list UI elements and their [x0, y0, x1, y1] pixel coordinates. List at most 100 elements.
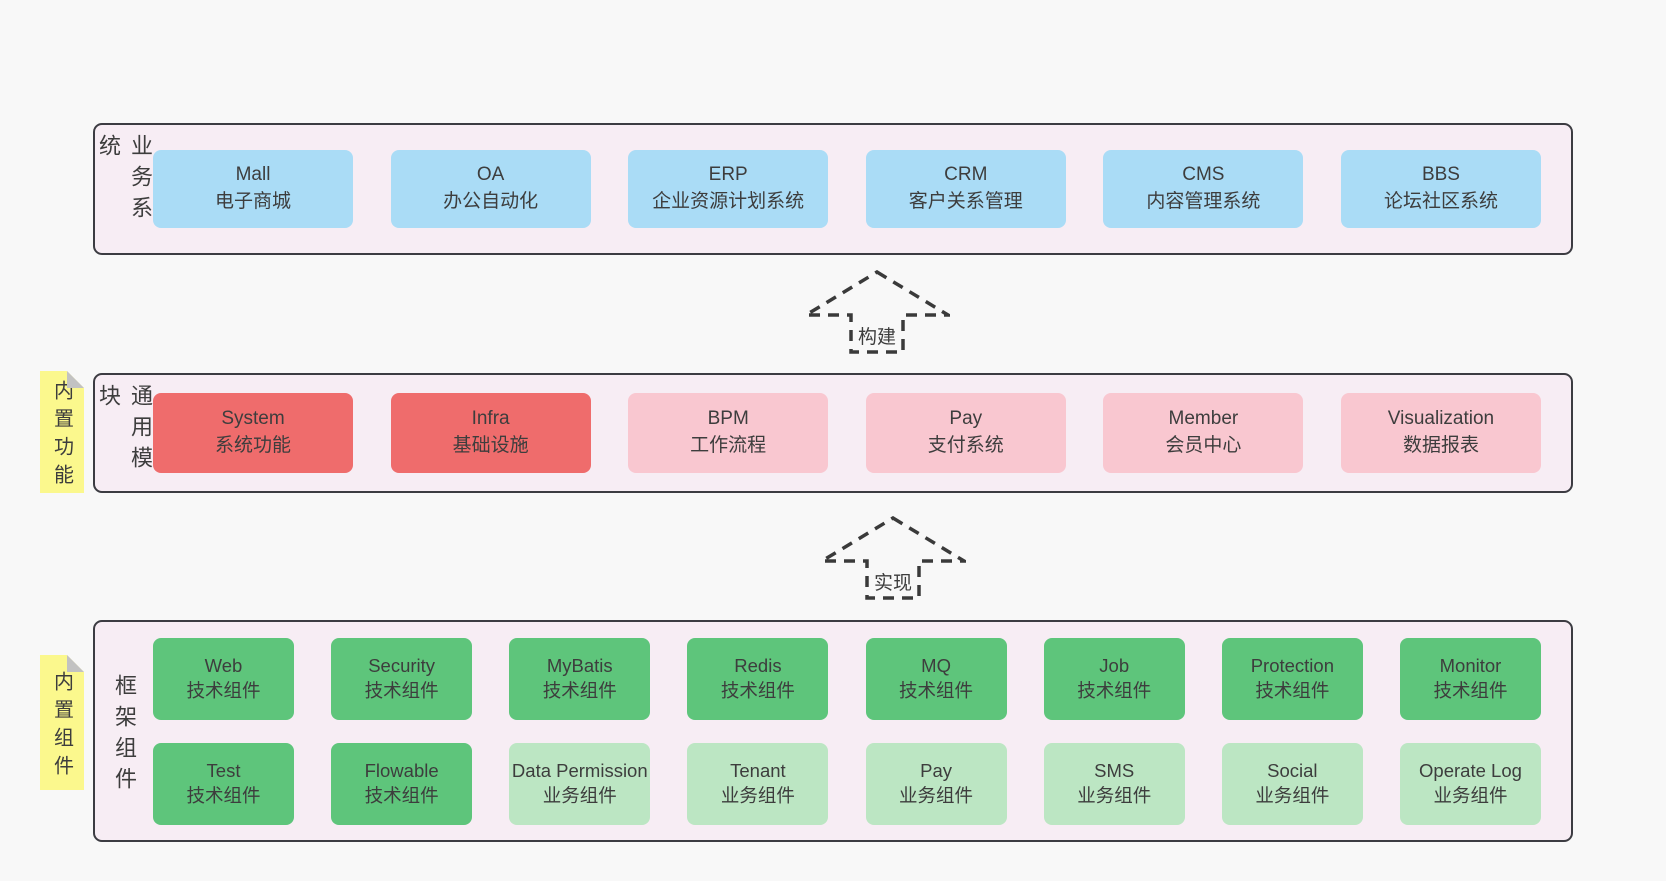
box-subtitle: 支付系统 — [927, 435, 1004, 456]
implement-arrow-label: 实现 — [868, 567, 918, 596]
sticky-fold-icon — [67, 655, 84, 672]
box-title: Test — [206, 759, 241, 781]
box-title: Protection — [1250, 654, 1334, 676]
box-title: Pay — [920, 759, 952, 781]
box-title: BBS — [1421, 164, 1460, 186]
box-subtitle: 工作流程 — [690, 435, 767, 456]
box-title: CMS — [1182, 164, 1225, 186]
box-subtitle: 内容管理系统 — [1146, 191, 1261, 212]
implement-arrow: 实现 — [820, 516, 966, 600]
box-title: Flowable — [364, 759, 439, 781]
box-title: ERP — [708, 164, 748, 186]
box-subtitle: 基础设施 — [452, 435, 529, 456]
box-subtitle: 技术组件 — [1433, 679, 1508, 701]
box-social: Social 业务组件 — [1221, 742, 1363, 825]
box-title: Operate Log — [1419, 759, 1522, 781]
box-redis: Redis 技术组件 — [687, 637, 829, 720]
box-title: Pay — [949, 408, 983, 430]
box-title: Job — [1099, 654, 1130, 676]
sticky-fold-icon — [67, 371, 84, 388]
box-title: Data Permission — [511, 759, 648, 781]
box-infra: Infra 基础设施 — [390, 393, 591, 473]
box-title: CRM — [944, 164, 988, 186]
box-cms: CMS 内容管理系统 — [1103, 150, 1304, 228]
box-subtitle: 论坛社区系统 — [1383, 191, 1498, 212]
box-title: SMS — [1094, 759, 1135, 781]
box-pay: Pay 支付系统 — [865, 393, 1066, 473]
box-title: Infra — [471, 408, 510, 430]
box-subtitle: 技术组件 — [720, 679, 795, 701]
box-monitor: Monitor 技术组件 — [1399, 637, 1541, 720]
box-tenant: Tenant 业务组件 — [687, 742, 829, 825]
box-title: Tenant — [730, 759, 786, 781]
box-protection: Protection 技术组件 — [1221, 637, 1363, 720]
build-arrow-label: 构建 — [852, 321, 902, 350]
box-subtitle: 业务组件 — [542, 784, 617, 806]
box-mq: MQ 技术组件 — [865, 637, 1007, 720]
layer-label-common-modules: 通用模块 — [96, 384, 153, 477]
box-member: Member 会员中心 — [1103, 393, 1304, 473]
box-mybatis: MyBatis 技术组件 — [509, 637, 651, 720]
dashed-up-arrow-icon — [804, 270, 950, 354]
box-subtitle: 技术组件 — [1255, 679, 1330, 701]
box-title: Member — [1168, 408, 1239, 430]
box-subtitle: 技术组件 — [186, 679, 261, 701]
box-title: MQ — [921, 654, 951, 676]
build-arrow: 构建 — [804, 270, 950, 354]
box-title: Monitor — [1439, 654, 1502, 676]
box-subtitle: 技术组件 — [364, 784, 439, 806]
box-erp: ERP 企业资源计划系统 — [628, 150, 829, 228]
layer-business-systems: 业务系统 Mall 电子商城 OA 办公自动化 ERP 企业资源计划系统 CRM 客户关系管理… — [93, 123, 1573, 255]
box-subtitle: 技术组件 — [1077, 679, 1152, 701]
box-title: BPM — [707, 408, 749, 430]
box-row: Mall 电子商城 OA 办公自动化 ERP 企业资源计划系统 CRM 客户关系管理 CMS 内容… — [153, 150, 1541, 228]
box-subtitle: 业务组件 — [1077, 784, 1152, 806]
box-subtitle: 客户关系管理 — [908, 191, 1023, 212]
box-title: Visualization — [1387, 408, 1495, 430]
layer-label-business-systems: 业务系统 — [96, 134, 153, 227]
box-title: OA — [476, 164, 505, 186]
box-data-permission: Data Permission 业务组件 — [509, 742, 651, 825]
dashed-up-arrow-icon — [820, 516, 966, 600]
box-title: Mall — [235, 164, 271, 186]
box-subtitle: 技术组件 — [899, 679, 974, 701]
box-oa: OA 办公自动化 — [390, 150, 591, 228]
box-job: Job 技术组件 — [1043, 637, 1185, 720]
box-crm: CRM 客户关系管理 — [865, 150, 1066, 228]
box-title: Social — [1267, 759, 1318, 781]
box-flowable: Flowable 技术组件 — [331, 742, 473, 825]
box-subtitle: 企业资源计划系统 — [652, 191, 805, 212]
box-subtitle: 技术组件 — [186, 784, 261, 806]
layer-label-framework-components: 框架组件 — [112, 673, 137, 798]
box-title: Security — [368, 654, 436, 676]
sticky-note-label: 内置组件 — [50, 670, 73, 783]
box-subtitle: 电子商城 — [214, 191, 291, 212]
box-subtitle: 会员中心 — [1165, 435, 1242, 456]
box-bbs: BBS 论坛社区系统 — [1340, 150, 1541, 228]
box-title: Redis — [734, 654, 782, 676]
box-bpm: BPM 工作流程 — [628, 393, 829, 473]
sticky-note-label: 内置功能 — [50, 380, 73, 492]
box-subtitle: 业务组件 — [1255, 784, 1330, 806]
box-subtitle: 业务组件 — [720, 784, 795, 806]
box-subtitle: 技术组件 — [542, 679, 617, 701]
box-subtitle: 系统功能 — [214, 435, 291, 456]
box-title: MyBatis — [546, 654, 613, 676]
box-subtitle: 办公自动化 — [443, 191, 539, 212]
sticky-note-built-in-components: 内置组件 — [40, 655, 84, 790]
box-mall: Mall 电子商城 — [153, 150, 353, 228]
